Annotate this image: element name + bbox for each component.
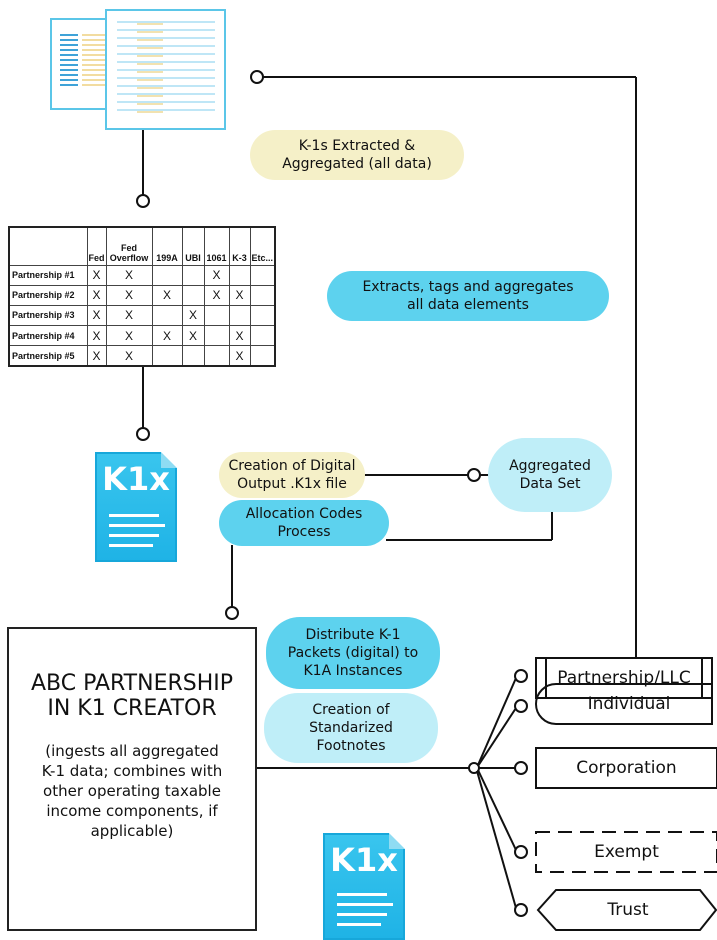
- step-extracted-pill: K-1s Extracted &Aggregated (all data): [250, 130, 464, 180]
- table-cell: [203, 325, 230, 347]
- k1x-file-icon: K1x: [95, 452, 177, 562]
- table-cell: X: [105, 325, 153, 347]
- table-cell: X: [105, 304, 153, 327]
- entity-partnership-llc: Partnership/LLC: [557, 668, 691, 688]
- abc-description: (ingests all aggregated K-1 data; combin…: [41, 742, 223, 840]
- table-cell: X: [151, 284, 183, 306]
- table-cell: [151, 264, 183, 286]
- column-header: Fed: [86, 226, 107, 266]
- table-cell: [249, 325, 276, 347]
- table-cell: [228, 304, 251, 327]
- entity-individual: Individual: [587, 694, 671, 714]
- row-label: Partnership #3: [8, 304, 88, 327]
- row-label: Partnership #1: [8, 264, 88, 286]
- abc-title: ABC PARTNERSHIP IN K1 CREATOR: [30, 671, 234, 721]
- column-header: Etc...: [249, 226, 276, 266]
- table-cell: X: [86, 345, 107, 367]
- table-header-row: Fed Fed Overflow 199A UBI 1061 K-3 Etc..…: [9, 226, 276, 266]
- table-cell: [228, 264, 251, 286]
- k1-data-table: Fed Fed Overflow 199A UBI 1061 K-3 Etc..…: [8, 226, 276, 367]
- table-cell: X: [151, 325, 183, 347]
- table-cell: [181, 284, 205, 306]
- table-cell: X: [181, 304, 205, 327]
- table-cell: X: [181, 325, 205, 347]
- table-cell: X: [86, 264, 107, 286]
- table-cell: X: [203, 264, 230, 286]
- table-cell: [249, 304, 276, 327]
- entity-corporation: Corporation: [576, 758, 677, 778]
- table-corner: [9, 227, 88, 266]
- row-label: Partnership #4: [8, 325, 88, 347]
- abc-partnership-box: ABC PARTNERSHIP IN K1 CREATOR (ingests a…: [7, 627, 257, 931]
- entity-trust: Trust: [607, 900, 649, 920]
- table-cell: X: [105, 345, 153, 367]
- entity-exempt: Exempt: [594, 842, 659, 862]
- column-header: Fed Overflow: [105, 226, 153, 266]
- table-cell: [151, 304, 183, 327]
- column-header: K-3: [228, 226, 251, 266]
- table-cell: [249, 345, 276, 367]
- table-cell: [181, 264, 205, 286]
- table-cell: X: [86, 284, 107, 306]
- column-header: 199A: [151, 226, 183, 266]
- table-cell: [249, 264, 276, 286]
- table-cell: [151, 345, 183, 367]
- column-header: UBI: [181, 226, 205, 266]
- table-cell: X: [86, 304, 107, 327]
- table-cell: X: [228, 345, 251, 367]
- row-label: Partnership #5: [8, 345, 88, 367]
- table-cell: X: [105, 284, 153, 306]
- table-cell: [181, 345, 205, 367]
- k1x-file-icon: K1x: [323, 833, 405, 940]
- table-cell: X: [228, 325, 251, 347]
- table-cell: X: [86, 325, 107, 347]
- table-cell: X: [203, 284, 230, 306]
- table-cell: [203, 345, 230, 367]
- table-cell: X: [228, 284, 251, 306]
- row-label: Partnership #2: [8, 284, 88, 306]
- column-header: 1061: [203, 226, 230, 266]
- table-cell: X: [105, 264, 153, 286]
- table-cell: [249, 284, 276, 306]
- table-cell: [203, 304, 230, 327]
